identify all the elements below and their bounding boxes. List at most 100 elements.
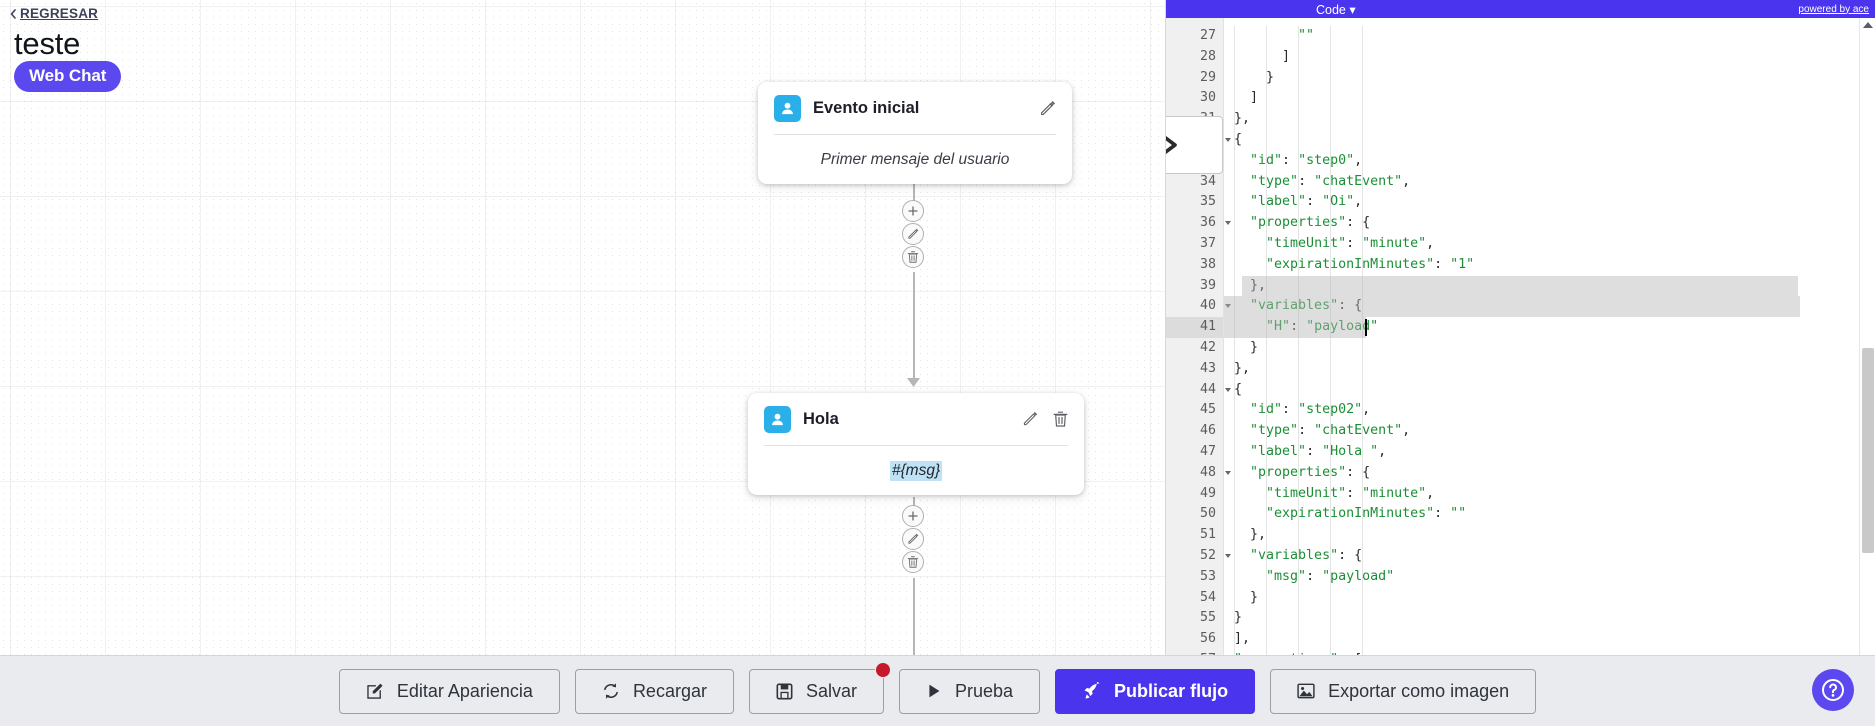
- flow-node-hola[interactable]: Hola #{msg}: [748, 393, 1084, 495]
- fold-caret-icon[interactable]: [1225, 553, 1231, 558]
- back-link[interactable]: REGRESAR: [9, 6, 98, 21]
- fold-caret-icon[interactable]: [1225, 470, 1231, 475]
- code-punct: [1234, 548, 1250, 563]
- pencil-square-icon: [366, 682, 384, 700]
- code-punct: ],: [1234, 631, 1251, 647]
- code-string: "chatEvent": [1314, 173, 1403, 189]
- code-punct: :: [1306, 443, 1323, 459]
- code-string: "": [1298, 28, 1315, 43]
- code-line: "type": "chatEvent",: [1234, 172, 1875, 193]
- code-string: "connections": [1234, 652, 1338, 655]
- selection-highlight: [1242, 275, 1798, 297]
- code-punct: : {: [1346, 464, 1371, 480]
- code-line: },: [1234, 359, 1875, 380]
- line-number: 51: [1199, 527, 1216, 543]
- code-string: "msg": [1266, 568, 1307, 584]
- line-number: 45: [1199, 402, 1216, 418]
- code-string: "1": [1450, 256, 1475, 272]
- line-number: 42: [1199, 339, 1216, 355]
- node-actions: [1022, 411, 1068, 427]
- delete-connector-button[interactable]: [902, 551, 924, 573]
- line-number: 56: [1199, 631, 1216, 647]
- code-content[interactable]: "" ] } ]},{ "id": "step0", "type": "chat…: [1224, 18, 1875, 655]
- line-number: 41: [1166, 317, 1223, 338]
- code-punct: },: [1234, 527, 1267, 543]
- code-string: "label": [1250, 443, 1307, 459]
- code-punct: :: [1346, 485, 1363, 501]
- line-number: 47: [1199, 443, 1216, 459]
- code-line: "label": "Hola ",: [1234, 442, 1875, 463]
- code-punct: },: [1234, 111, 1251, 127]
- help-button[interactable]: [1812, 669, 1854, 711]
- edit-connector-button[interactable]: [902, 223, 924, 245]
- code-string: "payload": [1306, 319, 1379, 335]
- delete-connector-button[interactable]: [902, 246, 924, 268]
- flow-node-evento-inicial[interactable]: Evento inicial Primer mensaje del usuari…: [758, 82, 1072, 184]
- fold-caret-icon[interactable]: [1225, 387, 1231, 392]
- toolbar-button-editar-apariencia[interactable]: Editar Apariencia: [338, 668, 560, 714]
- unsaved-changes-badge: [875, 661, 891, 678]
- code-punct: :: [1434, 506, 1451, 522]
- channel-badge: Web Chat: [14, 61, 122, 92]
- edit-icon[interactable]: [1022, 411, 1038, 427]
- toolbar-button-publicar-flujo[interactable]: Publicar flujo: [1055, 668, 1256, 714]
- node-actions: [1039, 100, 1056, 117]
- chevron-right-icon: [1166, 136, 1177, 154]
- code-string: "step02": [1298, 402, 1363, 418]
- code-line: },: [1234, 276, 1875, 297]
- code-line: ]: [1234, 47, 1875, 68]
- node-body-text: #{msg}: [889, 460, 943, 481]
- code-string: "Hola ": [1322, 443, 1379, 459]
- delete-icon[interactable]: [1053, 411, 1068, 427]
- fold-caret-icon[interactable]: [1225, 221, 1231, 226]
- toolbar-button-exportar-como-imagen[interactable]: Exportar como imagen: [1270, 668, 1537, 714]
- flow-canvas[interactable]: REGRESAR teste Web Chat Evento inicial: [0, 0, 1165, 655]
- code-string: "chatEvent": [1314, 423, 1403, 439]
- line-number: 53: [1199, 568, 1216, 584]
- line-number-gutter: 2728293031323334353637383940414243444546…: [1166, 18, 1231, 655]
- code-punct: }: [1234, 589, 1259, 605]
- code-line: "properties": {: [1234, 463, 1875, 484]
- code-punct: }: [1234, 69, 1275, 85]
- code-punct: [1234, 465, 1250, 480]
- code-punct: : {: [1346, 215, 1371, 231]
- code-punct: : [: [1338, 652, 1362, 655]
- editor-scrollbar[interactable]: [1859, 18, 1875, 655]
- code-punct: : {: [1338, 547, 1363, 563]
- line-number: 38: [1199, 256, 1216, 272]
- panel-collapse-handle[interactable]: [1166, 116, 1223, 174]
- code-punct: [1234, 444, 1250, 459]
- add-step-button[interactable]: [902, 200, 924, 222]
- code-area[interactable]: 2728293031323334353637383940414243444546…: [1166, 18, 1875, 655]
- toolbar-button-label: Exportar como imagen: [1328, 680, 1510, 701]
- scrollbar-thumb[interactable]: [1862, 348, 1874, 553]
- toolbar-button-salvar[interactable]: Salvar: [748, 661, 891, 714]
- add-step-button[interactable]: [902, 505, 924, 527]
- toolbar-button-prueba[interactable]: Prueba: [899, 668, 1041, 714]
- code-punct: [1234, 236, 1266, 251]
- fold-caret-icon[interactable]: [1225, 137, 1231, 142]
- code-punct: ,: [1362, 402, 1371, 418]
- code-punct: [1234, 215, 1250, 230]
- code-punct: },: [1234, 277, 1267, 293]
- code-line: "properties": {: [1234, 213, 1875, 234]
- user-icon: [764, 405, 791, 433]
- node-connector-actions-1: [902, 200, 924, 268]
- code-string: "label": [1250, 194, 1307, 210]
- toolbar-button-recargar[interactable]: Recargar: [574, 668, 734, 714]
- rocket-icon: [1082, 681, 1101, 701]
- line-number: 39: [1199, 277, 1216, 293]
- code-editor-panel[interactable]: Code ▾ powered by ace 272829303132333435…: [1165, 0, 1875, 655]
- scroll-up-arrow-icon[interactable]: [1863, 22, 1873, 28]
- edit-icon[interactable]: [1039, 100, 1056, 117]
- code-line: "type": "chatEvent",: [1234, 421, 1875, 442]
- editor-mode-selector[interactable]: Code ▾: [1316, 2, 1356, 17]
- edit-connector-button[interactable]: [902, 528, 924, 550]
- code-punct: [1234, 153, 1250, 168]
- powered-by-link[interactable]: powered by ace: [1798, 3, 1869, 15]
- code-punct: [1234, 28, 1298, 43]
- code-line: {: [1234, 380, 1875, 401]
- fold-caret-icon[interactable]: [1225, 304, 1231, 309]
- code-line: "label": "Oi",: [1234, 192, 1875, 213]
- code-punct: },: [1234, 360, 1251, 376]
